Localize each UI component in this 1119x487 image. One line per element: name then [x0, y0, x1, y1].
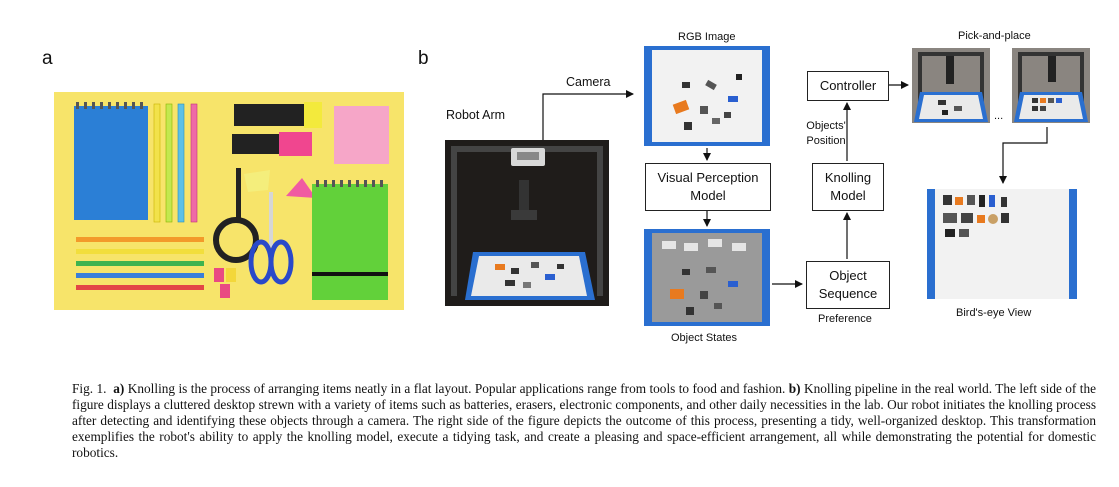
panel-b-letter: b	[418, 48, 429, 69]
knolling-model-text: Knolling Model	[824, 170, 872, 203]
knolling-stationery-photo	[54, 92, 404, 310]
pipeline-connectors	[542, 81, 1048, 288]
visual-perception-model-box: Visual Perception Model	[645, 163, 771, 211]
panel-a-letter: a	[42, 48, 53, 69]
birds-eye-view-label: Bird's-eye View	[956, 307, 1032, 319]
object-sequence-text: Object Sequence	[818, 268, 878, 301]
pickplace-to-birdseye-arrow	[999, 127, 1048, 184]
knolling-model-box: Knolling Model	[812, 163, 884, 211]
camera-label: Camera	[566, 75, 611, 89]
controller-text: Controller	[819, 78, 877, 94]
ellipsis-label: ...	[994, 110, 1004, 122]
rgb-image-photo	[644, 46, 770, 146]
object-sequence-box: Object Sequence	[806, 261, 890, 309]
visual-perception-model-text: Visual Perception Model	[657, 170, 759, 203]
camera-arrow	[542, 90, 634, 140]
figure-caption: Fig. 1. a) Knolling is the process of ar…	[72, 381, 1096, 461]
robot-arm-photo	[445, 140, 609, 306]
birds-eye-view-photo	[927, 189, 1077, 299]
caption-a-label: a)	[113, 381, 125, 396]
caption-fig-label: Fig. 1.	[72, 381, 107, 396]
controller-box: Controller	[807, 71, 889, 101]
pick-and-place-photo-1	[912, 48, 990, 123]
object-states-label: Object States	[671, 332, 738, 344]
caption-b-label: b)	[788, 381, 801, 396]
caption-b-text: Knolling pipeline in the real world. The…	[72, 381, 1097, 460]
preference-label: Preference	[818, 313, 872, 325]
caption-a-text: Knolling is the process of arranging ite…	[127, 381, 786, 396]
robot-arm-label: Robot Arm	[446, 108, 506, 122]
object-states-photo	[644, 229, 770, 326]
objects-position-label: Objects' Position	[806, 120, 846, 147]
rgb-image-label: RGB Image	[678, 31, 736, 43]
pick-and-place-photo-2	[1012, 48, 1090, 123]
pick-and-place-label: Pick-and-place	[958, 30, 1031, 42]
